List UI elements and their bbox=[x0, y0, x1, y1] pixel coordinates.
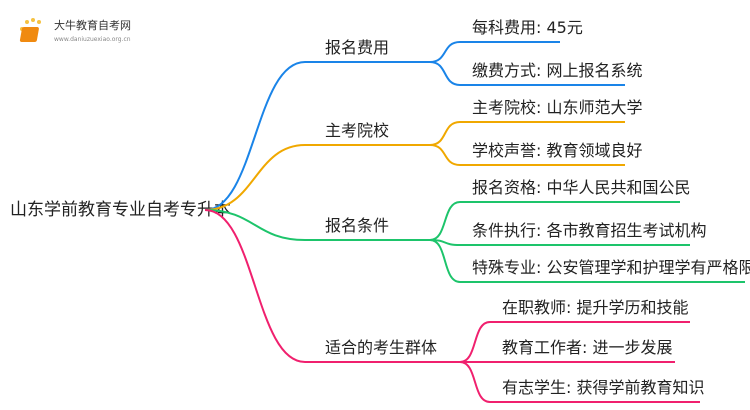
branch-connector bbox=[204, 61, 430, 211]
logo: 大牛教育自考网 www.daniuzuexiao.org.cn bbox=[19, 18, 131, 43]
logo-dot bbox=[25, 20, 29, 24]
logo-dot bbox=[37, 20, 41, 24]
branch-label[interactable]: 报名条件 bbox=[325, 216, 389, 235]
leaf-label[interactable]: 在职教师: 提升学历和技能 bbox=[502, 298, 688, 317]
branch-connector bbox=[204, 209, 460, 363]
leaf-label[interactable]: 有志学生: 获得学前教育知识 bbox=[502, 378, 704, 397]
book-icon bbox=[19, 27, 39, 42]
logo-name: 大牛教育自考网 bbox=[54, 18, 131, 32]
logo-url: www.daniuzuexiao.org.cn bbox=[54, 36, 131, 43]
leaf-label[interactable]: 缴费方式: 网上报名系统 bbox=[472, 61, 642, 80]
branch-connector bbox=[204, 209, 430, 241]
branch-connector bbox=[204, 144, 430, 211]
branch-label[interactable]: 主考院校 bbox=[325, 121, 389, 140]
branch-label[interactable]: 适合的考生群体 bbox=[325, 338, 437, 357]
branch-label[interactable]: 报名费用 bbox=[325, 38, 389, 57]
leaf-connector bbox=[429, 239, 690, 246]
leaf-label[interactable]: 条件执行: 各市教育招生考试机构 bbox=[472, 221, 706, 240]
leaf-connector bbox=[429, 201, 680, 241]
leaf-label[interactable]: 每科费用: 45元 bbox=[472, 18, 583, 37]
leaf-label[interactable]: 学校声誉: 教育领域良好 bbox=[472, 141, 642, 160]
leaf-label[interactable]: 特殊专业: 公安管理学和护理学有严格限制 bbox=[472, 258, 750, 277]
leaf-connector bbox=[429, 41, 560, 63]
leaf-connector bbox=[429, 239, 745, 283]
leaf-label[interactable]: 教育工作者: 进一步发展 bbox=[502, 338, 672, 357]
leaf-label[interactable]: 主考院校: 山东师范大学 bbox=[472, 98, 642, 117]
logo-dot bbox=[31, 18, 35, 22]
leaf-connector bbox=[459, 361, 700, 403]
leaf-connector bbox=[429, 144, 625, 166]
leaf-connector bbox=[459, 321, 690, 363]
leaf-label[interactable]: 报名资格: 中华人民共和国公民 bbox=[472, 178, 690, 197]
leaf-connector bbox=[429, 121, 625, 146]
root-topic: 山东学前教育专业自考专升本 bbox=[10, 200, 231, 220]
leaf-connector bbox=[429, 61, 625, 86]
